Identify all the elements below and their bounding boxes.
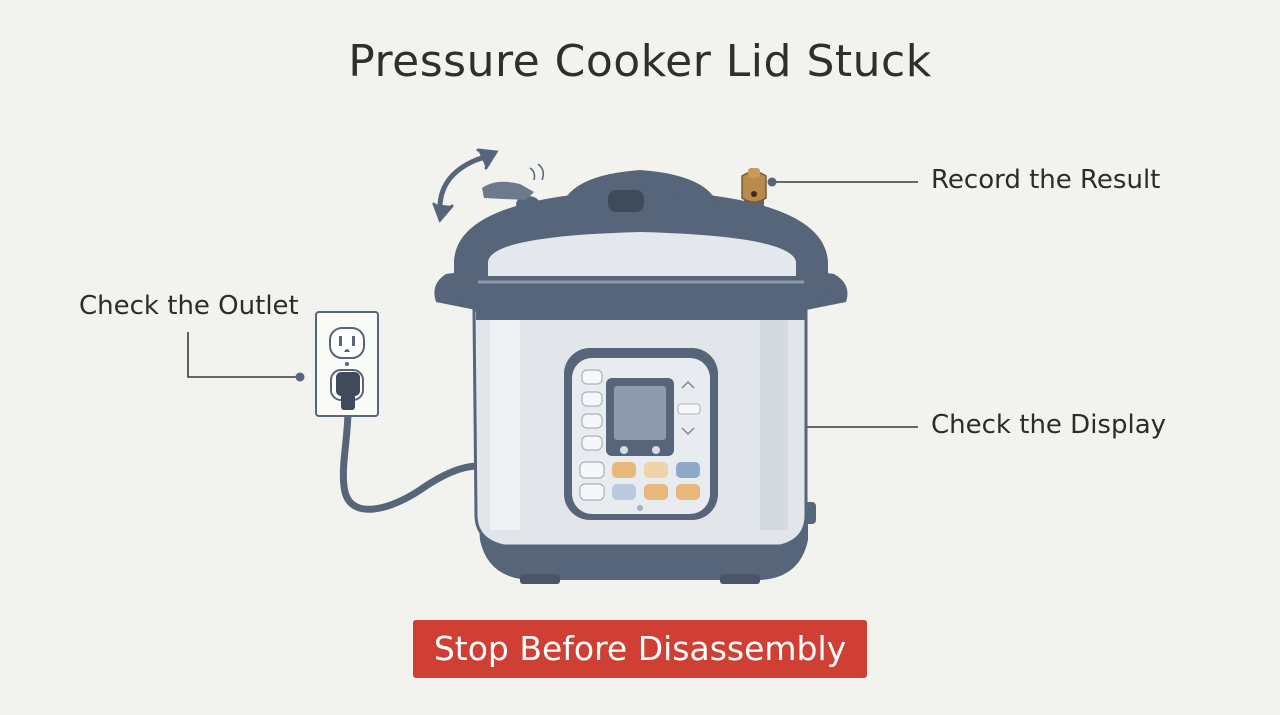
- cooker-lid: [454, 170, 828, 306]
- motion-mark: [537, 163, 545, 181]
- power-cord: [339, 406, 482, 513]
- motion-mark: [529, 167, 536, 181]
- pressure-valve-icon: [741, 168, 767, 210]
- callout-record-result: Record the Result: [931, 165, 1161, 195]
- rotate-arrows-icon: [432, 148, 499, 223]
- callout-check-outlet: Check the Outlet: [79, 291, 299, 321]
- warning-banner: Stop Before Disassembly: [413, 620, 867, 678]
- page-title: Pressure Cooker Lid Stuck: [348, 36, 932, 87]
- check-outlet-dot: [295, 372, 305, 382]
- steam-release-lever: [482, 181, 540, 212]
- power-plug-icon: [336, 372, 360, 410]
- chevron-down-icon: [681, 427, 695, 436]
- check-outlet-leader: [187, 332, 300, 378]
- chevron-up-icon: [681, 380, 695, 389]
- control-panel: [564, 348, 718, 520]
- callout-check-display: Check the Display: [931, 410, 1167, 440]
- record-result-dot: [767, 177, 777, 187]
